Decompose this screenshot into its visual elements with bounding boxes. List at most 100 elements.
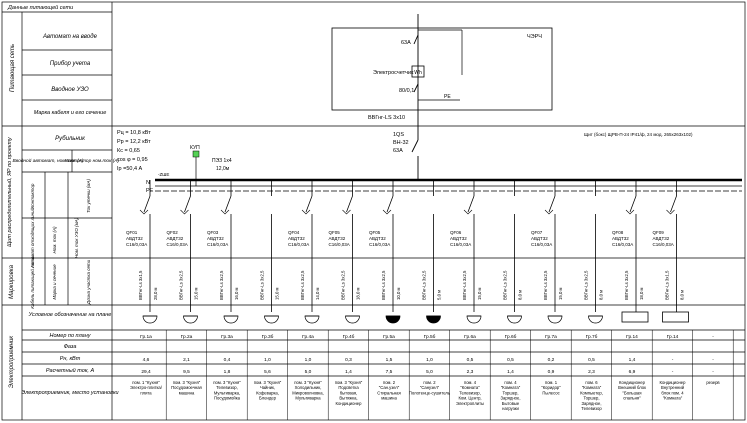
plan-number: - <box>712 335 714 340</box>
current-value: - <box>672 370 674 375</box>
uzo-mark <box>544 209 554 215</box>
cable-mark: ВВГнг-Ls 3х1,5 <box>138 270 143 300</box>
cable-mark: ВВГнг-Ls 3х2,5 <box>341 270 346 300</box>
cable-length: 18,0 м <box>356 287 361 300</box>
plan-number: Гр.14 <box>626 334 638 340</box>
plan-number: Гр.4а <box>302 334 314 340</box>
group-supply-label: Питающая сеть <box>10 44 16 92</box>
breaker-rating: С16/0,03А <box>288 242 309 247</box>
uzo-mark <box>666 209 675 215</box>
socket-symbol <box>304 315 320 324</box>
param-3: cos φ = 0,95 <box>117 157 148 163</box>
current-value: 1,8 <box>224 369 231 375</box>
breaker-rating: С16/0,03А <box>653 242 674 247</box>
current-value: 2,3 <box>588 369 595 375</box>
breaker-contact <box>629 195 637 213</box>
uzo-mark <box>625 209 635 215</box>
cable-length: 8,0 м <box>599 290 604 300</box>
row-uzo: Вводное УЗО <box>51 87 89 93</box>
row-meter: Прибор учета <box>50 61 91 67</box>
row-contactor: Контактор ном.ток (А) <box>65 158 120 164</box>
breaker-rating: С16/0,03А <box>369 242 390 247</box>
power-value: 1,4 <box>629 357 636 363</box>
supply-block: ЧЭРЧ 63А Wh Электросчетчик 80/0,1 PE ВВГ… <box>331 14 553 122</box>
breaker-name: QF08 <box>612 230 624 235</box>
meter-symbol: Wh <box>414 70 422 76</box>
power-value: - <box>672 358 674 363</box>
switch-rating: 63А <box>393 148 403 154</box>
breaker-type: АВДТ32 <box>329 236 346 241</box>
breaker-name: QF09 <box>653 230 665 235</box>
breaker-type: АВДТ32 <box>126 236 143 241</box>
kup-label: КУП <box>190 145 200 151</box>
socket-symbol <box>588 315 603 324</box>
plan-number: Гр.4б <box>343 334 355 340</box>
socket-symbol <box>264 315 279 324</box>
circuit-column: пом. 6"Комната"Компьютер,Торшер,Зарядное… <box>580 180 612 420</box>
supply-pe-label: PE <box>444 94 451 100</box>
cable-length: 28,0 м <box>153 287 158 300</box>
switch-contact <box>411 139 419 153</box>
current-value: 29,4 <box>141 369 151 375</box>
plan-number: Гр.1а <box>140 334 152 340</box>
uzo-contact <box>413 83 419 93</box>
meter-label: Электросчетчик <box>373 70 414 76</box>
breaker-type: АВДТ32 <box>653 236 670 241</box>
cable-mark: ВВГнг-Ls 3х2,5 <box>503 270 508 300</box>
socket-symbol <box>426 315 441 324</box>
current-value: 0,9 <box>548 369 555 375</box>
breaker-type: АВДТ32 <box>531 236 548 241</box>
power-value: 0,3 <box>345 357 352 363</box>
cable-mark: ВВГнг-Ls 3х1,5 <box>665 270 670 300</box>
cable-length: 14,0 м <box>315 287 320 300</box>
cable-length: 8,0 м <box>680 290 685 300</box>
hdr-plan-symbol: Условное обозначение на плане <box>28 312 112 318</box>
power-value: 0,5 <box>467 357 474 363</box>
breaker-type: АВДТ32 <box>612 236 629 241</box>
row-nominal-current: Ном. ток (А) <box>52 226 57 253</box>
group-panel-label: Щит распределительный, ЯР по проекту <box>6 136 13 247</box>
uzo-mark <box>139 209 149 215</box>
plan-number: Гр.7б <box>586 334 598 340</box>
breaker-type: АВДТ32 <box>369 236 386 241</box>
top-label: Данные питающей сети <box>7 4 73 11</box>
current-value: 5,0 <box>305 369 312 375</box>
kup-box <box>192 150 200 158</box>
socket-symbol <box>547 315 563 324</box>
breaker-name: QF07 <box>531 230 543 235</box>
equipment-box-symbol <box>621 311 649 323</box>
circuit-column: пом. 3 "Кухня"Телевизор,Мультиварка,Посу… <box>213 180 248 420</box>
breaker-name: QF06 <box>450 230 462 235</box>
meter-box <box>331 27 553 111</box>
power-value: 1,0 <box>264 357 271 363</box>
cable-mark: ВВГнг-Ls 3х2,5 <box>219 270 224 300</box>
uzo-mark <box>382 209 392 215</box>
breaker-type: АВДТ32 <box>207 236 224 241</box>
cable-mark: ВВГнг-Ls 3х2,5 <box>260 270 265 300</box>
pe-cable-label: ПЭЗ 1х4 <box>212 158 232 164</box>
socket-symbol <box>507 315 522 324</box>
cable-length: 8,0 м <box>518 290 523 300</box>
param-0: Рц = 10,8 кВт <box>117 130 151 136</box>
cable-mark: ВВГнг-Ls 3х2,5 <box>624 270 629 300</box>
pe-cable-length: 12,0м <box>216 166 230 172</box>
row-segment-length: Длина участка сети <box>86 259 91 305</box>
row-contactor-small: Контактор <box>30 183 35 208</box>
cable-mark: ВВГнг-Ls 3х2,5 <box>179 270 184 300</box>
row-mark-section: Марка и сечение <box>52 264 57 300</box>
current-value: 6,9 <box>629 369 636 375</box>
param-1: Рр = 12,2 кВт <box>117 139 151 145</box>
power-value: 0,2 <box>548 357 555 363</box>
bus-n-label: N <box>146 180 150 186</box>
socket-symbol <box>142 315 158 324</box>
power-value: - <box>712 358 714 363</box>
